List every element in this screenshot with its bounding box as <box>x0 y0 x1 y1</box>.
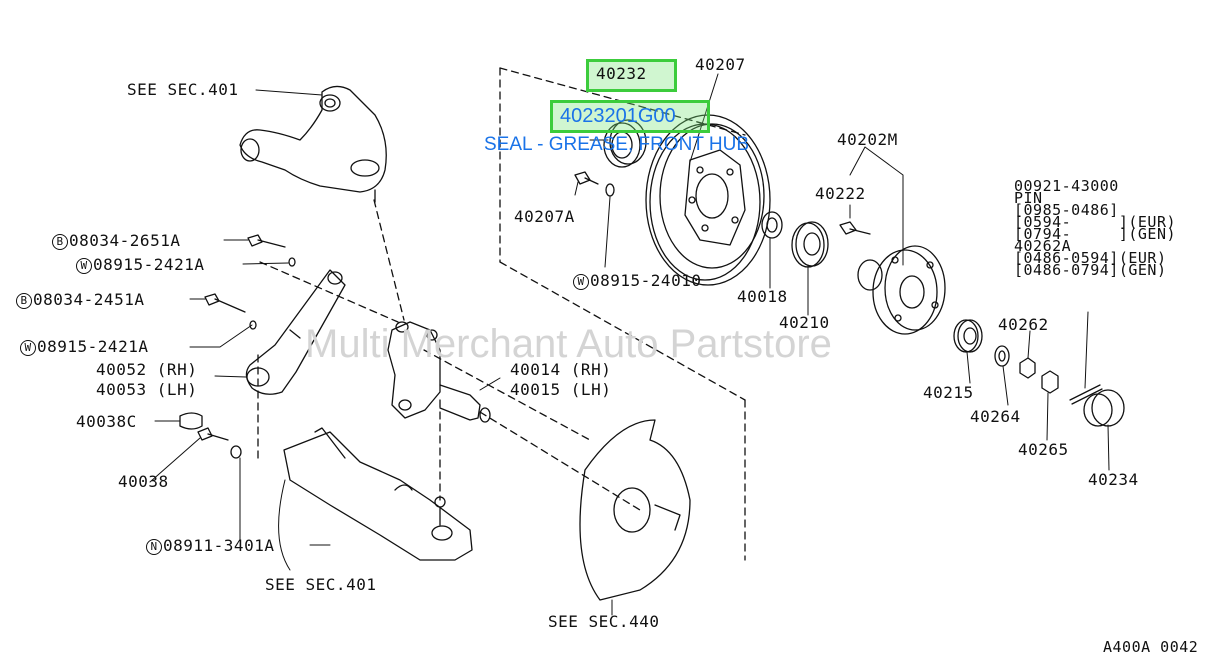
nut-mark: N <box>146 539 162 555</box>
upper-control-arm <box>239 85 387 203</box>
bolt-mark: B <box>52 234 68 250</box>
part-40038C-label[interactable]: 40038C <box>76 412 137 431</box>
part-40262-label[interactable]: 40262 <box>998 315 1049 334</box>
see-sec-401-bottom[interactable]: SEE SEC.401 <box>265 575 377 594</box>
part-40053-label[interactable]: 40053 (LH) <box>96 380 198 399</box>
see-sec-401-top[interactable]: SEE SEC.401 <box>127 80 239 99</box>
pin-spec-line: PIN <box>1014 189 1043 207</box>
pin-spec-line: [0985-0486] <box>1014 201 1119 219</box>
oem-number-text: 4023201G00 <box>560 105 676 127</box>
see-sec-440[interactable]: SEE SEC.440 <box>548 612 660 631</box>
front-hub <box>857 245 946 335</box>
lower-control-arm <box>283 427 473 561</box>
left-bolts <box>179 234 296 459</box>
pin-spec-line: [0486-0794](GEN) <box>1014 261 1167 279</box>
part-40265-label[interactable]: 40265 <box>1018 440 1069 459</box>
washer-mark: W <box>76 258 92 274</box>
splash-shield <box>579 419 691 601</box>
pin-spec-line: [0794- ](GEN) <box>1014 225 1177 243</box>
diagram-code: A400A 0042 <box>1103 638 1199 656</box>
pin-spec-line: 00921-43000 <box>1014 177 1119 195</box>
nut-40265 <box>1041 370 1059 394</box>
washer-mark: W <box>573 274 589 290</box>
bearing-40210 <box>791 221 829 268</box>
stud-40207A <box>574 171 615 197</box>
steering-knuckle <box>387 321 491 423</box>
part-40018-label[interactable]: 40018 <box>737 287 788 306</box>
part-40234-label[interactable]: 40234 <box>1088 470 1139 489</box>
part-40015-label[interactable]: 40015 (LH) <box>510 380 612 399</box>
part-40038-label[interactable]: 40038 <box>118 472 169 491</box>
washer-40264 <box>994 345 1010 367</box>
pin-spec-line: [0486-0594](EUR) <box>1014 249 1167 267</box>
washer-mark: W <box>20 340 36 356</box>
oem-number-highlight[interactable] <box>550 100 710 133</box>
pin-spec-line: 40262A <box>1014 237 1072 255</box>
watermark: Multi Merchant Auto Partstore <box>305 322 832 366</box>
bearing-40018 <box>761 211 783 239</box>
pin-spec-line: [0594- ](EUR) <box>1014 213 1177 231</box>
part-40264-label[interactable]: 40264 <box>970 407 1021 426</box>
outer-bearing-40215 <box>953 319 983 353</box>
cotter-pin <box>1069 384 1103 405</box>
part-40210-label[interactable]: 40210 <box>779 313 830 332</box>
leader-lines <box>149 73 1110 616</box>
part-40014-label[interactable]: 40014 (RH) <box>510 360 612 379</box>
part-40202M-label[interactable]: 40202M <box>837 130 898 149</box>
part-description: SEAL - GREASE, FRONT HUB <box>484 134 749 155</box>
part-40207-label[interactable]: 40207 <box>695 55 746 74</box>
part-40232-highlight[interactable] <box>586 59 677 92</box>
part-40052-label[interactable]: 40052 (RH) <box>96 360 198 379</box>
pin-spec-block[interactable]: 00921-43000 PIN [0985-0486] [0594- ](EUR… <box>1014 177 1177 279</box>
tension-rod <box>245 269 346 395</box>
part-40215-label[interactable]: 40215 <box>923 383 974 402</box>
nut-40262 <box>1019 357 1036 379</box>
bolt-mark: B <box>16 293 32 309</box>
hub-bolt-40222 <box>839 221 871 235</box>
part-40232-label: 40232 <box>596 64 647 83</box>
part-40207A-label[interactable]: 40207A <box>514 207 575 226</box>
part-40222-label[interactable]: 40222 <box>815 184 866 203</box>
